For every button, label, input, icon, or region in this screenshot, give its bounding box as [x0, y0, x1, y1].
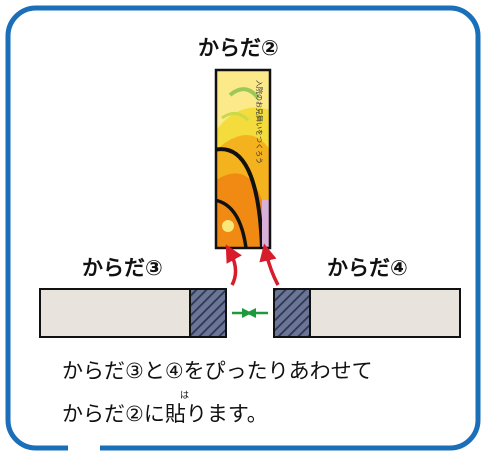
red-arrow-right	[259, 243, 280, 286]
label-body3: からだ③	[82, 256, 163, 280]
red-arrow-left	[225, 244, 242, 286]
green-join-arrows	[232, 308, 268, 318]
label-body4: からだ④	[327, 256, 408, 280]
body3-glue-tab	[189, 288, 227, 338]
label-body2: からだ②	[198, 36, 279, 60]
instruction-line1: からだ③と④をぴったりあわせて	[62, 359, 373, 383]
body4-glue-tab	[273, 288, 311, 338]
strip-text: 入院のお見舞いをつくろう	[255, 80, 264, 164]
furigana-ha: は	[180, 391, 190, 401]
body2-strip	[216, 70, 270, 248]
body2-strip-border	[214, 68, 272, 250]
frame-gap	[68, 440, 100, 456]
instruction-line2: からだ②に貼ります。	[62, 402, 268, 426]
